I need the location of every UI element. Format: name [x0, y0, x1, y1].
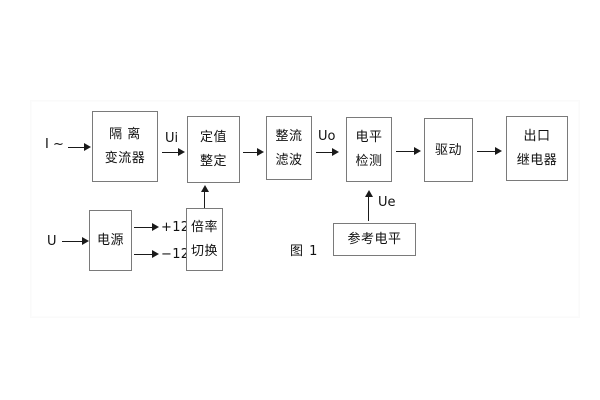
block-setting-value: 定值 整定 — [187, 116, 240, 183]
multiplier-to-setting-arrowhead — [201, 185, 209, 192]
ue-connector-line — [368, 195, 369, 221]
current-input-line — [68, 147, 86, 148]
block-level-detection: 电平 检测 — [346, 117, 392, 182]
current-input-label: I ~ — [45, 137, 64, 152]
voltage-input-label: U — [47, 234, 57, 249]
block-isolation-transformer-line-1: 隔 离 — [109, 127, 141, 142]
driver-to-relay-line — [477, 151, 497, 152]
rail-negative-arrowhead — [152, 250, 159, 258]
rail-positive-arrowhead — [152, 223, 159, 231]
block-power-supply-line-1: 电源 — [96, 233, 124, 248]
voltage-input-arrowhead — [82, 237, 89, 245]
block-reference-level-line-1: 参考电平 — [347, 232, 402, 247]
uo-connector-line — [316, 152, 334, 153]
block-output-relay-line-1: 出口 — [523, 129, 551, 144]
block-level-detection-line-1: 电平 — [355, 130, 383, 145]
block-rectify-filter-line-1: 整流 — [275, 128, 303, 144]
block-multiplier-switch: 倍率 切换 — [186, 208, 223, 271]
block-multiplier-switch-line-2: 切换 — [190, 244, 218, 259]
block-isolation-transformer-line-2: 变流器 — [104, 151, 146, 166]
uo-connector-arrowhead — [332, 148, 339, 156]
block-rectify-filter-line-2: 滤波 — [275, 152, 303, 168]
driver-to-relay-arrowhead — [495, 147, 502, 155]
level-to-driver-arrowhead — [414, 147, 421, 155]
block-output-relay: 出口 继电器 — [506, 116, 568, 181]
setting-to-rectify-line — [243, 152, 259, 153]
block-power-supply: 电源 — [89, 210, 132, 271]
voltage-input-line — [62, 241, 84, 242]
block-driver: 驱动 — [424, 118, 473, 182]
level-to-driver-line — [396, 151, 416, 152]
rail-positive-line — [134, 227, 154, 228]
block-output-relay-line-2: 继电器 — [516, 153, 558, 168]
rail-negative-line — [134, 254, 154, 255]
current-input-arrowhead — [84, 143, 91, 151]
setting-to-rectify-arrowhead — [257, 148, 264, 156]
block-level-detection-line-2: 检测 — [355, 154, 383, 169]
figure-caption: 图 1 — [290, 244, 319, 259]
multiplier-to-setting-line — [204, 190, 205, 208]
ue-connector-arrowhead — [365, 190, 373, 197]
block-driver-line-1: 驱动 — [434, 142, 462, 158]
ui-connector-line — [162, 152, 180, 153]
ue-signal-label: Ue — [378, 195, 396, 210]
block-setting-value-line-2: 整定 — [199, 154, 227, 169]
ui-connector-arrowhead — [178, 148, 185, 156]
block-setting-value-line-1: 定值 — [199, 130, 227, 145]
block-isolation-transformer: 隔 离 变流器 — [92, 111, 158, 182]
block-reference-level: 参考电平 — [333, 223, 416, 256]
block-multiplier-switch-line-1: 倍率 — [190, 220, 218, 235]
ui-signal-label: Ui — [165, 131, 179, 146]
uo-signal-label: Uo — [318, 129, 336, 144]
block-rectify-filter: 整流 滤波 — [266, 116, 312, 180]
